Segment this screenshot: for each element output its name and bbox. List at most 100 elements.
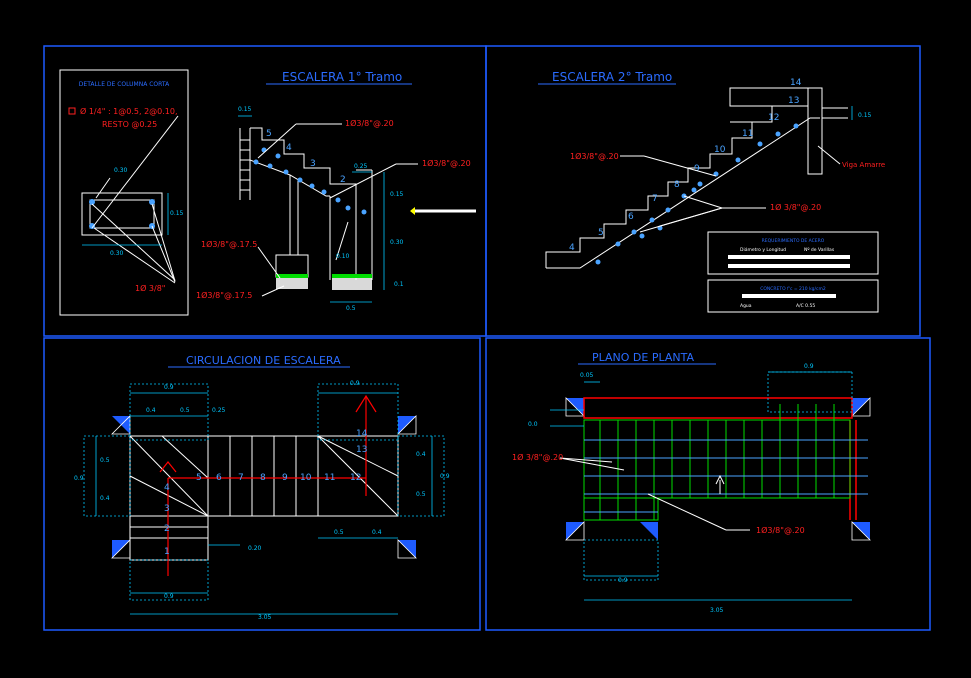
svg-text:0.5: 0.5 xyxy=(100,457,110,464)
tramo1-rebar-right: 1Ø3/8"@.20 xyxy=(422,158,471,168)
svg-text:Nº de Varillas: Nº de Varillas xyxy=(804,247,835,253)
circulacion-arrow xyxy=(159,394,377,576)
yellow-level-marker xyxy=(410,207,415,215)
column-bar-label: 1Ø 3/8" xyxy=(135,283,165,293)
tramo1-rebar-top: 1Ø3/8"@.20 xyxy=(345,118,394,128)
svg-text:0.20: 0.20 xyxy=(248,545,262,552)
steel-requirement-table: REQUERIMIENTO DE ACERO Diámetro y Longit… xyxy=(707,231,879,275)
circulacion-step: 13 xyxy=(356,445,367,455)
svg-text:0.5: 0.5 xyxy=(416,491,426,498)
svg-text:0.4: 0.4 xyxy=(372,529,382,536)
tramo2-step: 13 xyxy=(788,96,799,106)
planta-rebar-bottom: 1Ø3/8"@.20 xyxy=(756,525,805,535)
tramo1-step: 5 xyxy=(266,129,272,139)
svg-text:0.30: 0.30 xyxy=(390,239,404,246)
tramo2-rebar-dots xyxy=(595,123,799,265)
circulacion-step: 12 xyxy=(350,473,361,483)
circulacion-step: 1 xyxy=(164,547,170,557)
svg-text:0.9: 0.9 xyxy=(440,473,450,480)
svg-text:REQUERIMIENTO DE ACERO: REQUERIMIENTO DE ACERO xyxy=(762,238,825,244)
concrete-table: CONCRETO f'c = 210 kg/cm2 Agua A/C 0.55 xyxy=(707,279,879,313)
tramo1-wall xyxy=(239,128,251,200)
svg-text:A/C 0.55: A/C 0.55 xyxy=(796,303,815,309)
column-dim-bottom: 0.30 xyxy=(110,250,124,257)
circulacion-step: 5 xyxy=(196,473,202,483)
tramo1-stairs xyxy=(249,127,373,280)
tramo1-rebar-left: 1Ø3/8"@.17.5 xyxy=(201,239,257,249)
frame-top-right xyxy=(485,45,921,337)
column-detail-frame xyxy=(59,69,189,316)
circulacion-step: 14 xyxy=(356,429,368,439)
circulacion-step: 10 xyxy=(300,473,312,483)
svg-text:0.5: 0.5 xyxy=(346,305,356,312)
tramo1-step: 3 xyxy=(310,159,316,169)
tramo2-step: 5 xyxy=(598,228,604,238)
circulacion-step-numbers: 1 2 3 4 5 6 7 8 9 10 11 12 13 14 xyxy=(164,429,368,557)
tramo1-step: 4 xyxy=(286,143,292,153)
circulacion-step: 9 xyxy=(282,473,288,483)
svg-text:3.05: 3.05 xyxy=(258,614,272,621)
stirrup-rest-note: RESTO @0.25 xyxy=(102,120,157,129)
circulacion-step: 4 xyxy=(164,483,170,493)
planta-rebar-grid xyxy=(583,404,851,521)
svg-text:Diámetro y Longitud: Diámetro y Longitud xyxy=(740,246,786,253)
tramo1-rebar-dots xyxy=(253,147,367,215)
circulacion-step: 8 xyxy=(260,473,266,483)
tramo2-step: 4 xyxy=(569,243,575,253)
tramo1-step-numbers: 5 4 3 2 xyxy=(266,129,346,185)
tramo1-dims: 0.15 0.25 0.15 0.30 0.10 0.1 0.5 xyxy=(238,106,404,312)
tramo2-step: 7 xyxy=(652,194,658,204)
svg-text:0.0: 0.0 xyxy=(528,421,538,428)
circulacion-dims: 0.9 0.9 0.4 0.5 0.25 0.5 0.4 0.9 0.4 0.5… xyxy=(74,380,450,621)
svg-text:0.15: 0.15 xyxy=(238,106,252,113)
svg-text:0.05: 0.05 xyxy=(580,372,594,379)
tramo1-leaders xyxy=(257,123,418,297)
svg-text:0.4: 0.4 xyxy=(100,495,110,502)
svg-text:0.4: 0.4 xyxy=(416,451,426,458)
svg-text:0.9: 0.9 xyxy=(804,363,814,370)
planta-title: PLANO DE PLANTA xyxy=(592,351,694,364)
tramo2-step: 8 xyxy=(674,180,680,190)
svg-text:0.9: 0.9 xyxy=(350,380,360,387)
stirrup-symbol xyxy=(68,107,76,115)
planta-leaders xyxy=(559,457,750,531)
tramo2-step: 9 xyxy=(694,164,700,174)
circulacion-columns xyxy=(111,415,417,559)
svg-text:0.25: 0.25 xyxy=(212,407,226,414)
tramo2-step: 11 xyxy=(742,129,753,139)
svg-text:CONCRETO f'c = 210 kg/cm2: CONCRETO f'c = 210 kg/cm2 xyxy=(760,286,826,292)
tramo2-section: ESCALERA 2° Tramo 4 5 6 7 8 9 10 11 xyxy=(538,70,885,313)
stirrup-note: Ø 1/4" : 1@0.5, 2@0.10, xyxy=(80,106,178,116)
tramo2-step: 14 xyxy=(790,78,802,88)
column-section-inner xyxy=(89,199,155,229)
frame-bottom-right xyxy=(485,337,931,631)
svg-text:0.4: 0.4 xyxy=(146,407,156,414)
column-detail-title: DETALLE DE COLUMNA CORTA xyxy=(79,81,170,88)
circulacion-title: CIRCULACION DE ESCALERA xyxy=(186,354,341,367)
tramo1-rebar-bottom: 1Ø3/8"@.17.5 xyxy=(196,290,252,300)
circulacion-step: 2 xyxy=(164,524,170,534)
column-dim-width: 0.30 xyxy=(114,167,128,174)
svg-text:0.5: 0.5 xyxy=(334,529,344,536)
frame-bottom-left xyxy=(43,337,481,631)
svg-text:0.1: 0.1 xyxy=(394,281,404,288)
circulacion-step: 7 xyxy=(238,473,244,483)
tramo2-stairs xyxy=(545,87,848,269)
column-leader-lines xyxy=(91,115,179,284)
column-bars xyxy=(89,199,155,229)
tramo2-step-numbers: 4 5 6 7 8 9 10 11 12 13 14 xyxy=(569,78,802,253)
svg-text:0.10: 0.10 xyxy=(336,253,350,260)
svg-text:0.25: 0.25 xyxy=(354,163,368,170)
column-detail: DETALLE DE COLUMNA CORTA Ø 1/4" : 1@0.5,… xyxy=(59,69,189,316)
circulacion-step: 3 xyxy=(164,504,170,514)
circulacion-dim-lines xyxy=(83,383,445,615)
tramo1-section: ESCALERA 1° Tramo xyxy=(196,70,476,312)
planta-columns xyxy=(565,397,871,541)
svg-text:Agua: Agua xyxy=(740,303,752,309)
tramo1-step: 2 xyxy=(340,175,346,185)
tramo2-beam-label: Viga Amarre xyxy=(842,161,885,169)
circulacion-section: CIRCULACION DE ESCALERA xyxy=(74,354,450,621)
column-dim-height: 0.15 xyxy=(170,210,184,217)
planta-dim-lines xyxy=(550,371,853,601)
